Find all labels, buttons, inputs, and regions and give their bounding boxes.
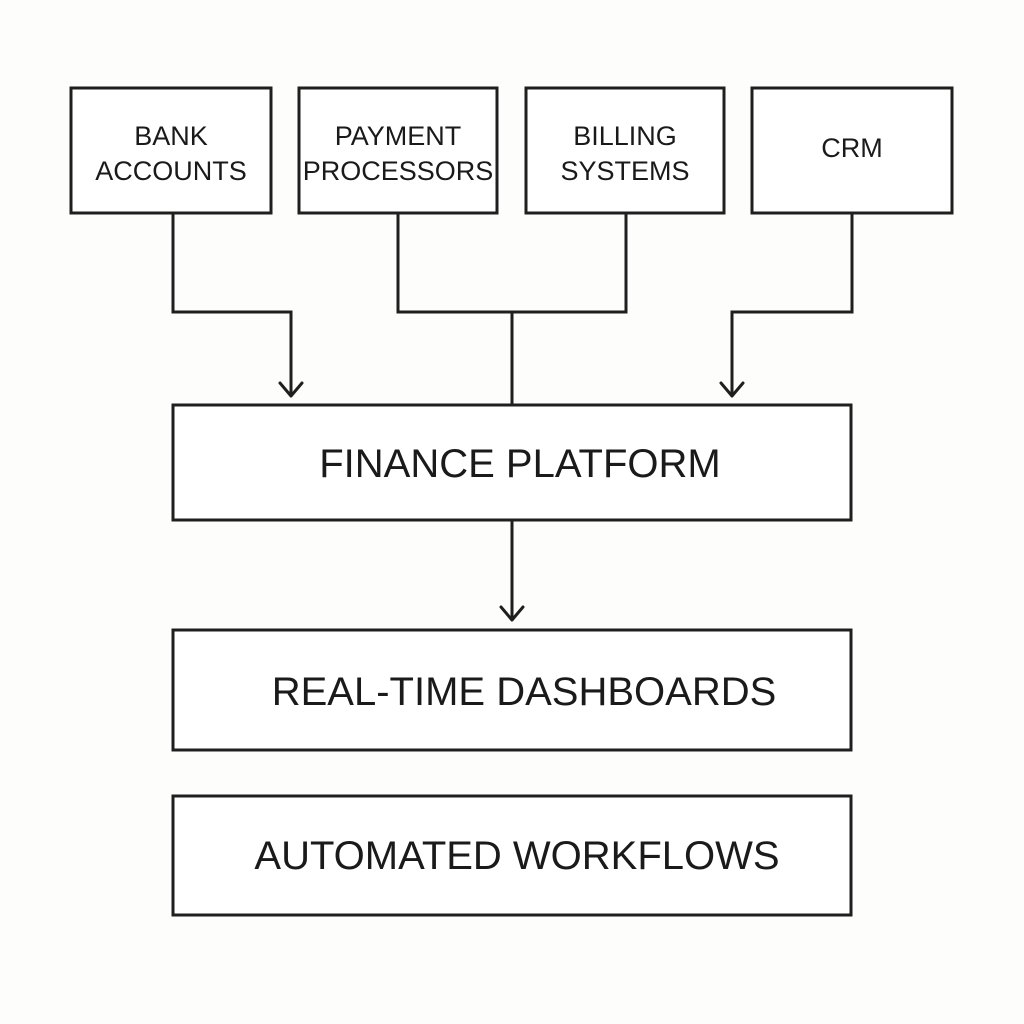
finance-platform-box: FINANCE PLATFORM <box>171 403 853 522</box>
source-label-line: SYSTEMS <box>560 156 689 186</box>
arrowhead-platform-to-dashboards <box>499 605 525 622</box>
connector-payment-billing-merge <box>396 213 628 314</box>
output-label: AUTOMATED WORKFLOWS <box>254 834 779 878</box>
output-box-real-time-dashboards: REAL-TIME DASHBOARDS <box>171 628 853 752</box>
output-box-automated-workflows: AUTOMATED WORKFLOWS <box>171 794 853 917</box>
finance-platform-label: FINANCE PLATFORM <box>319 442 721 486</box>
arrowhead-bank-to-platform <box>278 381 304 398</box>
source-box-payment-processors: PAYMENT PROCESSORS <box>297 86 499 215</box>
output-label: REAL-TIME DASHBOARDS <box>272 670 777 714</box>
source-box-bank-accounts: BANK ACCOUNTS <box>69 86 273 215</box>
source-box-crm: CRM <box>750 86 954 215</box>
source-box-billing-systems: BILLING SYSTEMS <box>524 86 726 215</box>
source-label-line: PAYMENT <box>335 121 462 151</box>
source-label-line: BANK <box>134 121 208 151</box>
arrowhead-crm-to-platform <box>719 381 745 398</box>
source-label-line: BILLING <box>573 121 677 151</box>
source-label-line: CRM <box>821 133 883 163</box>
connector-bank-to-platform <box>171 213 293 395</box>
source-label-line: PROCESSORS <box>303 156 494 186</box>
source-label-line: ACCOUNTS <box>95 156 247 186</box>
connector-crm-to-platform <box>730 213 854 395</box>
